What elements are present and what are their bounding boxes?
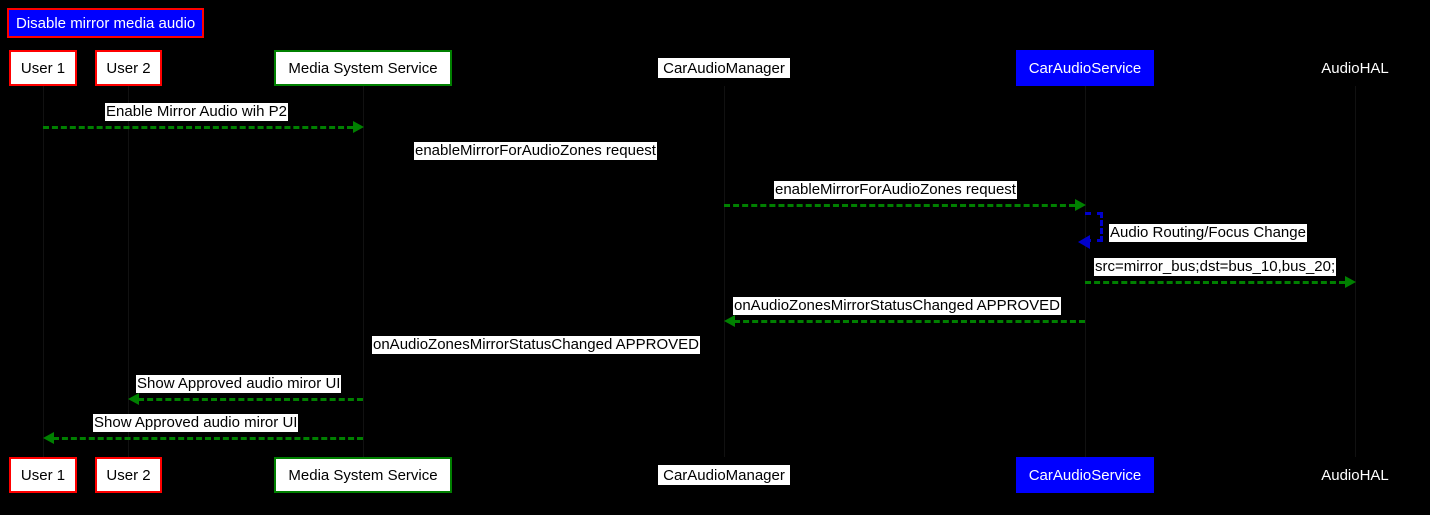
message-label-7: onAudioZonesMirrorStatusChanged APPROVED <box>372 336 701 354</box>
participant-cam-footer: CarAudioManager <box>658 465 790 485</box>
diagram-title: Disable mirror media audio <box>7 8 205 38</box>
participant-cas-header: CarAudioService <box>1016 50 1154 86</box>
message-label-1: Enable Mirror Audio wih P2 <box>105 103 288 121</box>
lifeline-user1 <box>43 86 44 457</box>
message-arrowhead-8 <box>128 393 139 405</box>
message-arrowhead-6 <box>724 315 735 327</box>
participant-cas-footer: CarAudioService <box>1016 457 1154 493</box>
message-arrow-6 <box>734 320 1085 323</box>
participant-user2-footer: User 2 <box>95 457 162 493</box>
message-label-5: src=mirror_bus;dst=bus_10,bus_20; <box>1094 258 1337 276</box>
participant-hal-header: AudioHAL <box>1321 59 1389 77</box>
message-arrow-8 <box>138 398 363 401</box>
message-label-8: Show Approved audio miror UI <box>136 375 342 393</box>
self-message-arrow-4 <box>1085 212 1103 242</box>
message-arrow-1 <box>43 126 353 129</box>
lifeline-mss <box>363 86 364 457</box>
message-label-3: enableMirrorForAudioZones request <box>774 181 1017 199</box>
participant-user1-header: User 1 <box>9 50 77 86</box>
message-arrowhead-1 <box>353 121 364 133</box>
self-message-arrowhead-4 <box>1078 235 1090 249</box>
participant-mss-footer: Media System Service <box>274 457 452 493</box>
participant-user1-footer: User 1 <box>9 457 77 493</box>
message-arrow-5 <box>1085 281 1345 284</box>
message-arrow-3 <box>724 204 1075 207</box>
message-arrow-9 <box>53 437 363 440</box>
participant-cam-header: CarAudioManager <box>658 58 790 78</box>
lifeline-hal <box>1355 86 1356 457</box>
participant-user2-header: User 2 <box>95 50 162 86</box>
lifeline-user2 <box>128 86 129 457</box>
message-label-6: onAudioZonesMirrorStatusChanged APPROVED <box>733 297 1062 315</box>
message-label-2: enableMirrorForAudioZones request <box>414 142 657 160</box>
message-label-4: Audio Routing/Focus Change <box>1109 224 1307 242</box>
message-arrowhead-3 <box>1075 199 1086 211</box>
lifeline-cas <box>1085 86 1086 457</box>
participant-mss-header: Media System Service <box>274 50 452 86</box>
lifeline-cam <box>724 86 725 457</box>
participant-hal-footer: AudioHAL <box>1321 466 1389 484</box>
message-arrowhead-5 <box>1345 276 1356 288</box>
message-label-9: Show Approved audio miror UI <box>93 414 299 432</box>
message-arrowhead-9 <box>43 432 54 444</box>
